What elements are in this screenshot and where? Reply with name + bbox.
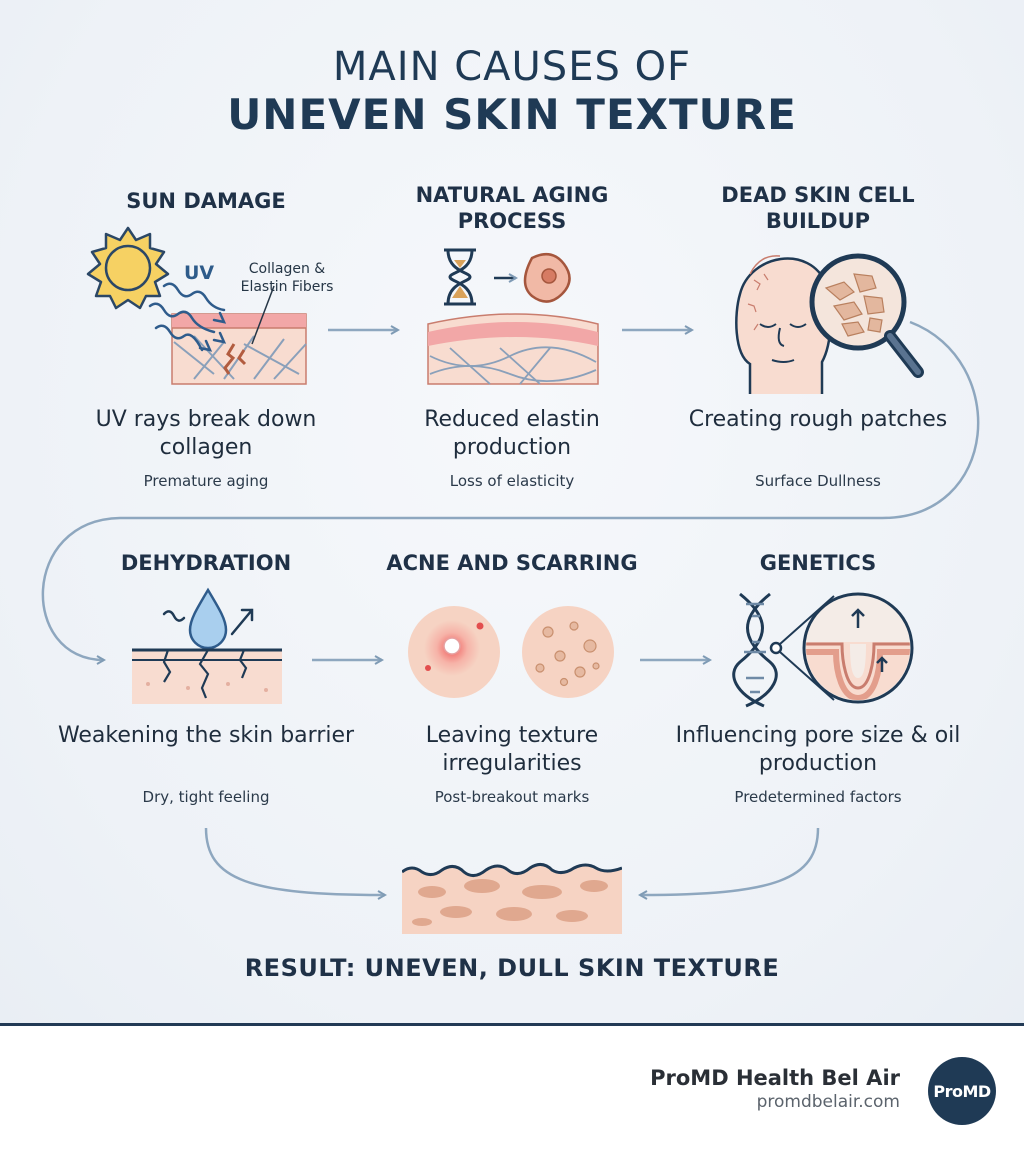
uneven-skin-texture-icon [402,863,622,934]
detail-acne-scarring: Post-breakout marks [434,788,590,806]
arrow-left-to-result [204,827,385,895]
hourglass-cell-icon [427,248,599,385]
title-line-1: MAIN CAUSES OF [332,44,692,90]
heading-sun-damage: SUN DAMAGE [126,189,286,213]
brand-name: ProMD Health Bel Air [650,1066,900,1090]
heading-dehydration: DEHYDRATION [120,551,292,575]
detail-sun-damage: Premature aging [143,472,269,490]
description-genetics: Influencing pore size & oil production [675,723,961,776]
result-text: RESULT: UNEVEN, DULL SKIN TEXTURE [244,954,780,982]
water-drop-cracked-skin-icon [132,587,282,704]
description-dehydration: Weakening the skin barrier [57,723,355,748]
uv-label: UV [184,262,215,284]
face-magnifier-icon [735,253,924,394]
dna-pore-icon [732,592,914,708]
description-acne-scarring: Leaving texture irregularities [425,723,599,776]
footer-divider [0,1023,1024,1026]
heading-acne-scarring: ACNE AND SCARRING [386,551,638,575]
footer [0,1026,1024,1154]
promd-logo: ProMD [928,1057,996,1125]
infographic-canvas [0,0,1024,1024]
flow-arrows [41,320,980,1024]
detail-natural-aging: Loss of elasticity [449,472,575,490]
arrow-row-wrap [41,320,980,660]
brand-url[interactable]: promdbelair.com [756,1092,900,1112]
detail-dehydration: Dry, tight feeling [142,788,270,806]
description-sun-damage: UV rays break down collagen [95,407,317,460]
sun-uv-skin-icon [86,226,307,385]
pimple-scar-icon [408,606,614,698]
detail-dead-skin-buildup: Surface Dullness [755,472,881,490]
description-natural-aging: Reduced elastin production [424,407,600,460]
detail-genetics: Predetermined factors [734,788,902,806]
collagen-elastin-label: Collagen & Elastin Fibers [240,261,334,295]
title-line-2: UNEVEN SKIN TEXTURE [227,90,797,139]
heading-natural-aging: NATURAL AGING PROCESS [415,183,609,233]
heading-dead-skin-buildup: DEAD SKIN CELL BUILDUP [721,183,915,233]
description-dead-skin-buildup: Creating rough patches [688,407,948,432]
arrow-right-to-result [640,827,820,895]
heading-genetics: GENETICS [759,551,877,575]
